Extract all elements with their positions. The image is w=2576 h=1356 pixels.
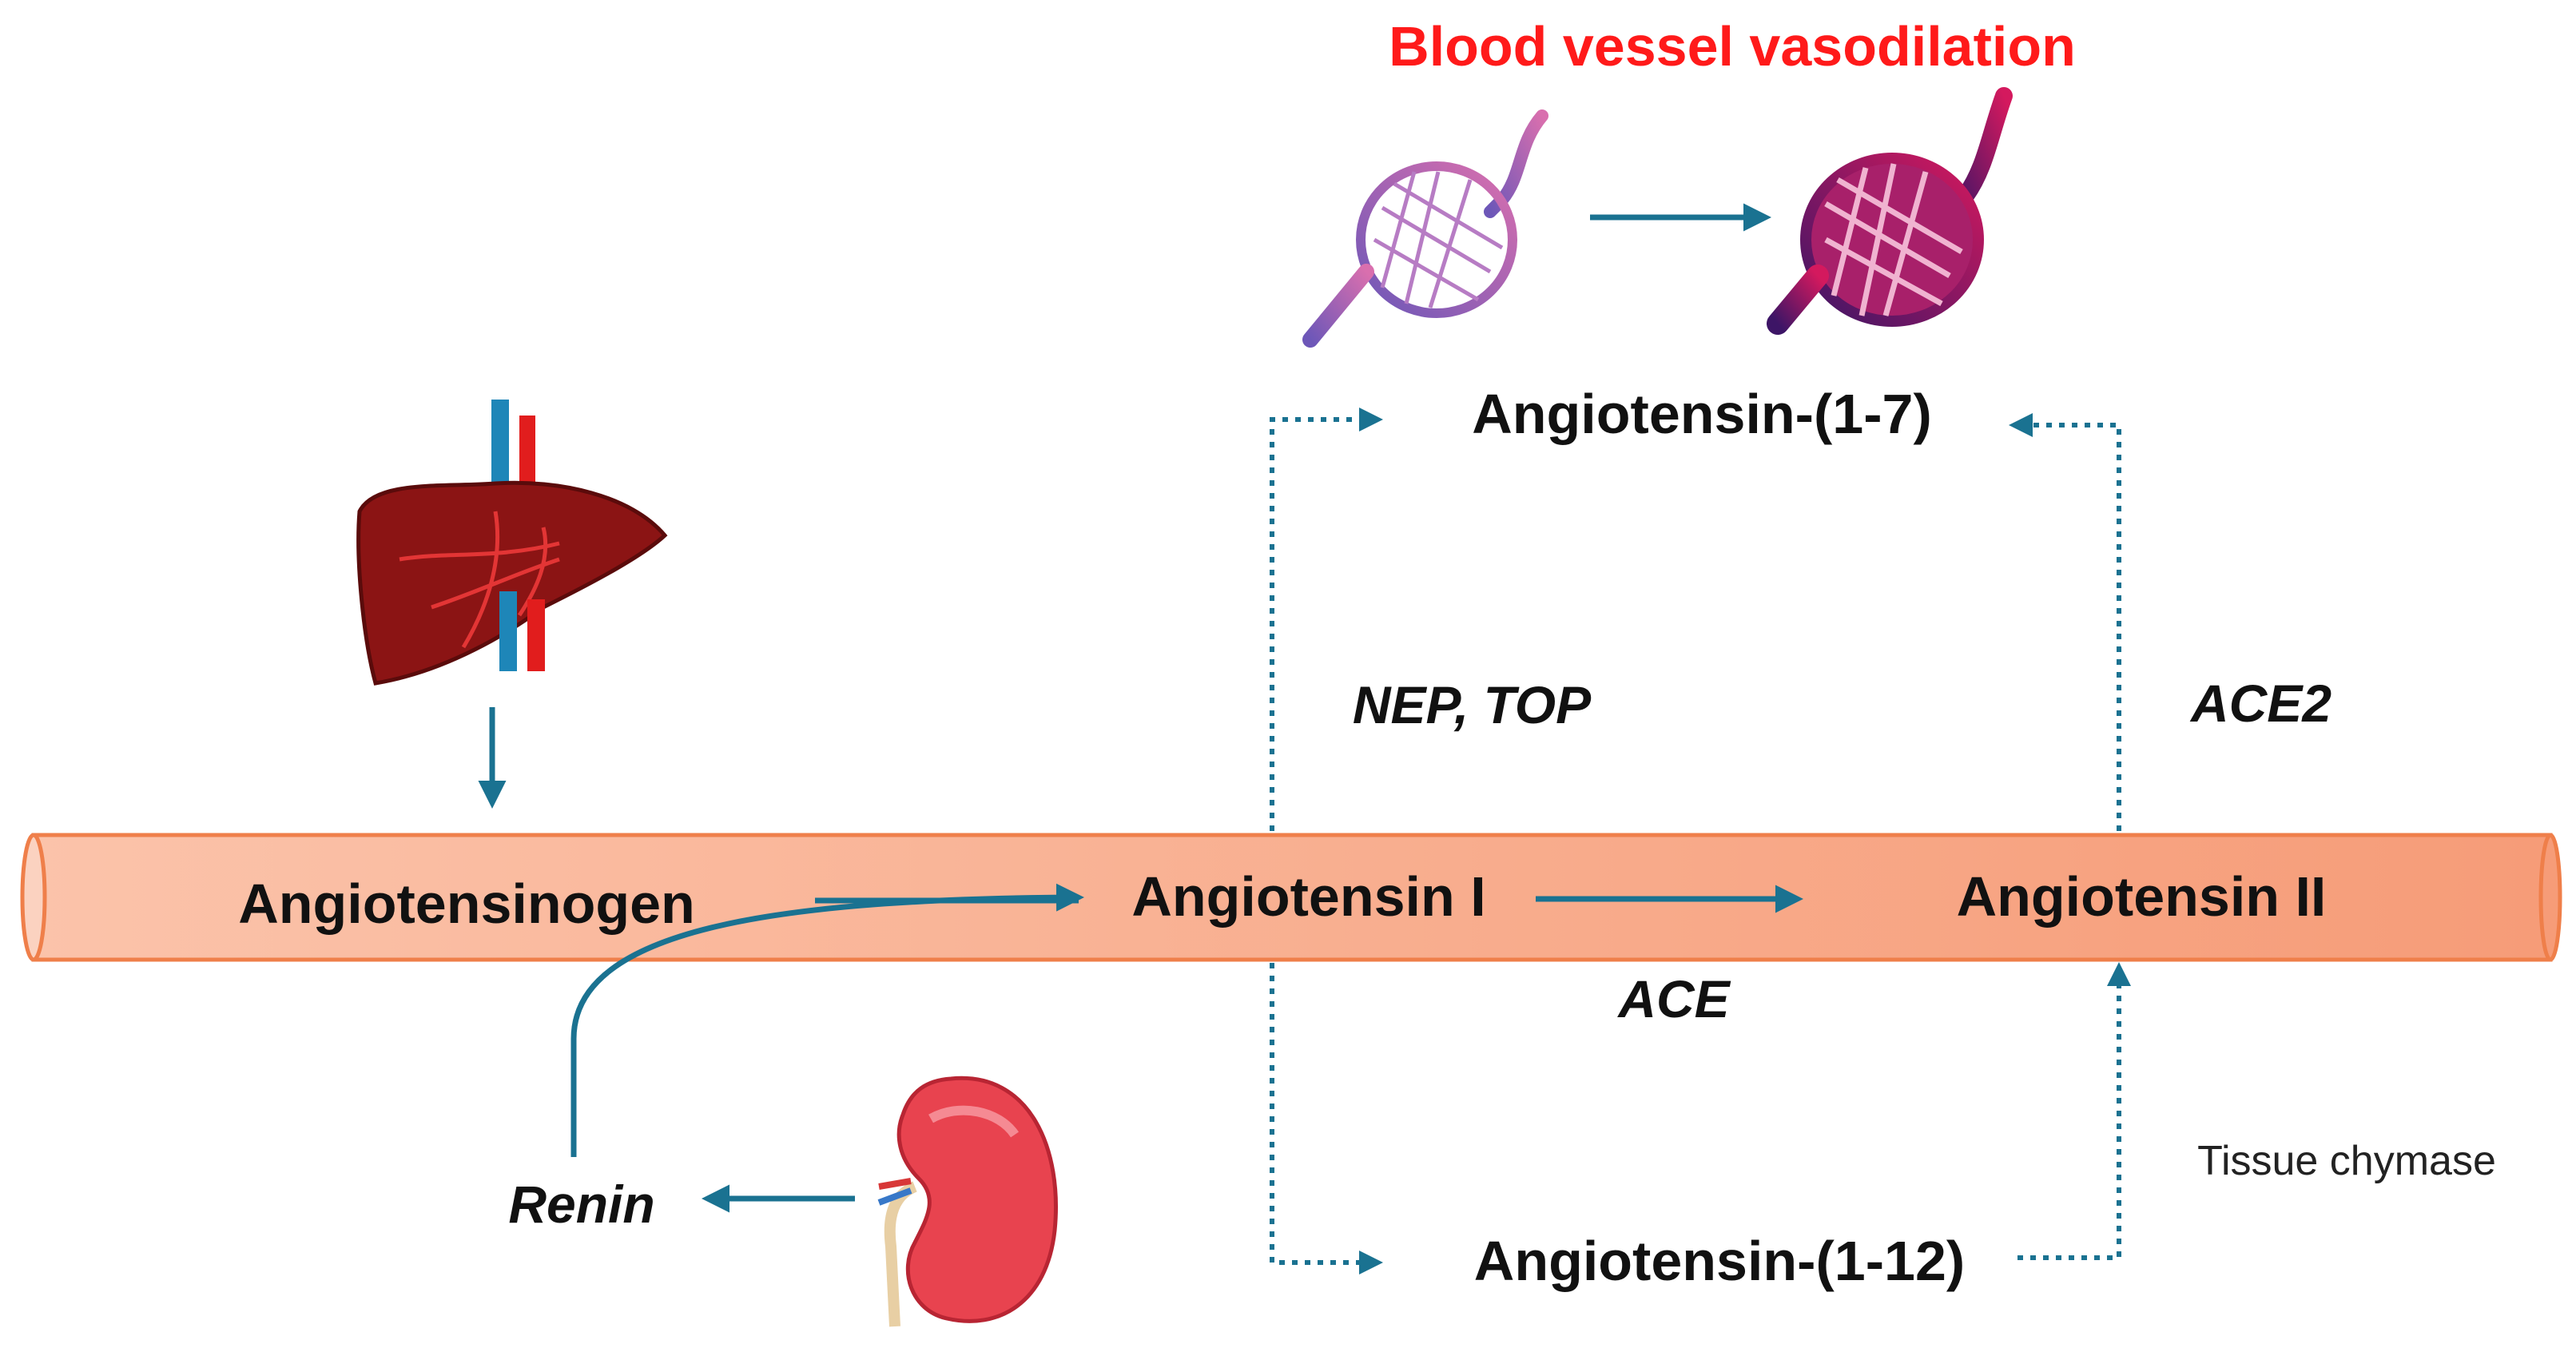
angiotensin-1-12-to-ii-dotted-arrow: [2017, 962, 2131, 1260]
title: Blood vessel vasodilation: [1389, 15, 2076, 78]
tissue-chymase-label: Tissue chymase: [2197, 1138, 2496, 1184]
blood-vessel-tube: [20, 833, 2562, 962]
nep-top-label: NEP, TOP: [1353, 675, 1592, 734]
angiotensin-i-label: Angiotensin I: [1131, 865, 1485, 928]
ace-label: ACE: [1616, 969, 1731, 1028]
angiotensinogen-label: Angiotensinogen: [238, 873, 695, 935]
angiotensin-ii-to-1-7-dotted-arrow: [2009, 413, 2121, 831]
renin-label: Renin: [508, 1175, 654, 1234]
angiotensin-1-12-label: Angiotensin-(1-12): [1474, 1230, 1965, 1292]
angiotensin-1-7-label: Angiotensin-(1-7): [1472, 383, 1932, 445]
ace2-label: ACE2: [2189, 674, 2332, 733]
vessel-constricted-icon: [1302, 109, 1548, 348]
angiotensin-i-to-1-12-dotted-arrow: [1270, 963, 1383, 1274]
angiotensin-i-to-1-7-dotted-arrow: [1270, 408, 1383, 831]
angiotensin-ii-label: Angiotensin II: [1957, 865, 2327, 928]
liver-icon: [356, 400, 668, 686]
vessel-dilated-icon: [1767, 87, 2013, 335]
kidney-icon: [877, 1076, 1058, 1327]
